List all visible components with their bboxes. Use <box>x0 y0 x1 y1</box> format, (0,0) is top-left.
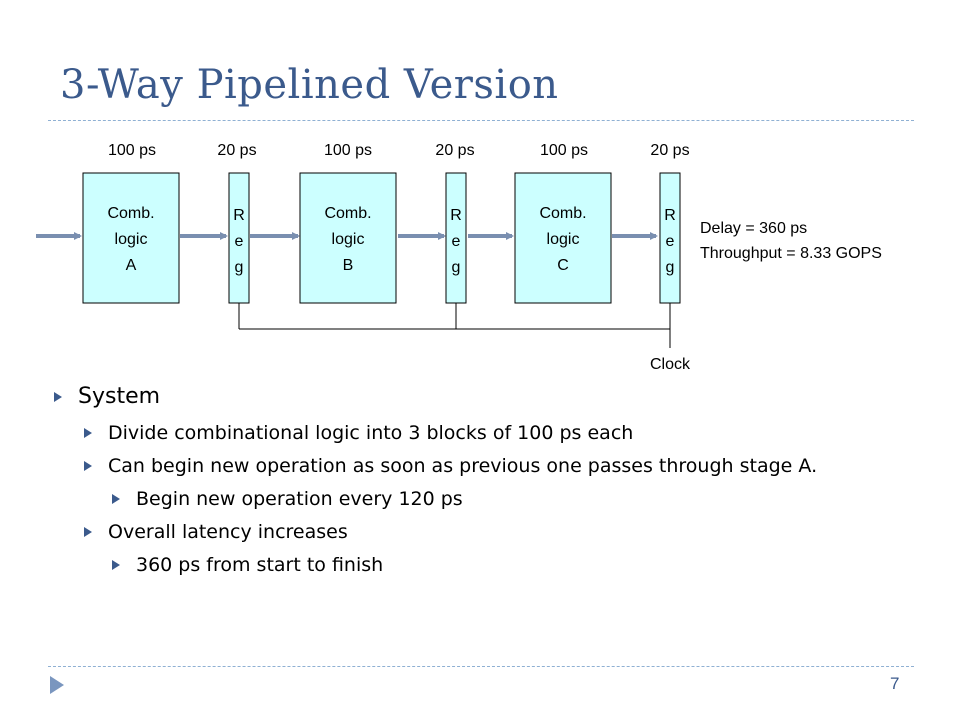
delay-label-c: 100 ps <box>540 142 588 159</box>
bullet-text: Can begin new operation as soon as previ… <box>108 455 818 477</box>
bullet-text: Divide combinational logic into 3 blocks… <box>108 422 634 444</box>
delay-text: Delay = 360 ps <box>700 220 807 237</box>
bullet-triangle-icon <box>84 428 92 438</box>
bullet-item: Can begin new operation as soon as previ… <box>52 451 932 484</box>
block-c-line-1: Comb. <box>539 205 586 222</box>
register-2-letter-e: e <box>452 233 461 250</box>
delay-label-b: 100 ps <box>324 142 372 159</box>
register-1-letter-r: R <box>233 207 245 224</box>
clock-label: Clock <box>650 356 691 373</box>
bullet-triangle-icon <box>84 527 92 537</box>
title-separator <box>48 120 914 121</box>
delay-label-reg2: 20 ps <box>435 142 474 159</box>
bullet-item: Begin new operation every 120 ps <box>52 484 932 517</box>
block-a-line-3: A <box>126 257 137 274</box>
slide-title: 3-Way Pipelined Version <box>60 62 559 108</box>
delay-label-reg3: 20 ps <box>650 142 689 159</box>
register-3-letter-g: g <box>666 259 675 276</box>
bullet-item: Overall latency increases <box>52 517 932 550</box>
footer-triangle-icon <box>50 676 64 694</box>
comb-logic-block-b: Comb. logic B <box>299 172 397 304</box>
bullet-triangle-icon <box>54 392 62 402</box>
page-number: 7 <box>890 674 900 693</box>
register-2: R e g <box>445 172 467 304</box>
comb-logic-block-c: Comb. logic C <box>514 172 612 304</box>
bullet-triangle-icon <box>112 560 120 570</box>
register-3: R e g <box>659 172 681 304</box>
delay-label-a: 100 ps <box>108 142 156 159</box>
block-b-line-1: Comb. <box>324 205 371 222</box>
bullet-text: 360 ps from start to finish <box>136 554 384 576</box>
bullet-item: System <box>52 382 932 418</box>
block-c-line-2: logic <box>547 231 580 248</box>
pipeline-diagram: 100 ps 20 ps 100 ps 20 ps 100 ps 20 ps C… <box>36 142 882 373</box>
block-a-line-2: logic <box>115 231 148 248</box>
block-a-line-1: Comb. <box>107 205 154 222</box>
comb-logic-block-a: Comb. logic A <box>82 172 180 304</box>
clock-wiring <box>238 303 671 348</box>
block-c-line-3: C <box>557 257 569 274</box>
register-3-letter-e: e <box>666 233 675 250</box>
block-b-line-2: logic <box>332 231 365 248</box>
register-2-letter-g: g <box>452 259 461 276</box>
bullet-item: 360 ps from start to finish <box>52 550 932 583</box>
bullet-triangle-icon <box>84 461 92 471</box>
bullet-text: System <box>78 384 161 409</box>
bullet-text: Begin new operation every 120 ps <box>136 488 463 510</box>
bullet-triangle-icon <box>112 494 120 504</box>
register-1-letter-g: g <box>235 259 244 276</box>
register-3-letter-r: R <box>664 207 676 224</box>
register-1-letter-e: e <box>235 233 244 250</box>
bullet-item: Divide combinational logic into 3 blocks… <box>52 418 932 451</box>
footer-separator <box>48 666 914 667</box>
bullet-text: Overall latency increases <box>108 521 348 543</box>
throughput-text: Throughput = 8.33 GOPS <box>700 245 882 262</box>
block-b-line-3: B <box>343 257 354 274</box>
bullet-list: System Divide combinational logic into 3… <box>52 382 932 583</box>
delay-label-reg1: 20 ps <box>217 142 256 159</box>
register-1: R e g <box>228 172 250 304</box>
register-2-letter-r: R <box>450 207 462 224</box>
